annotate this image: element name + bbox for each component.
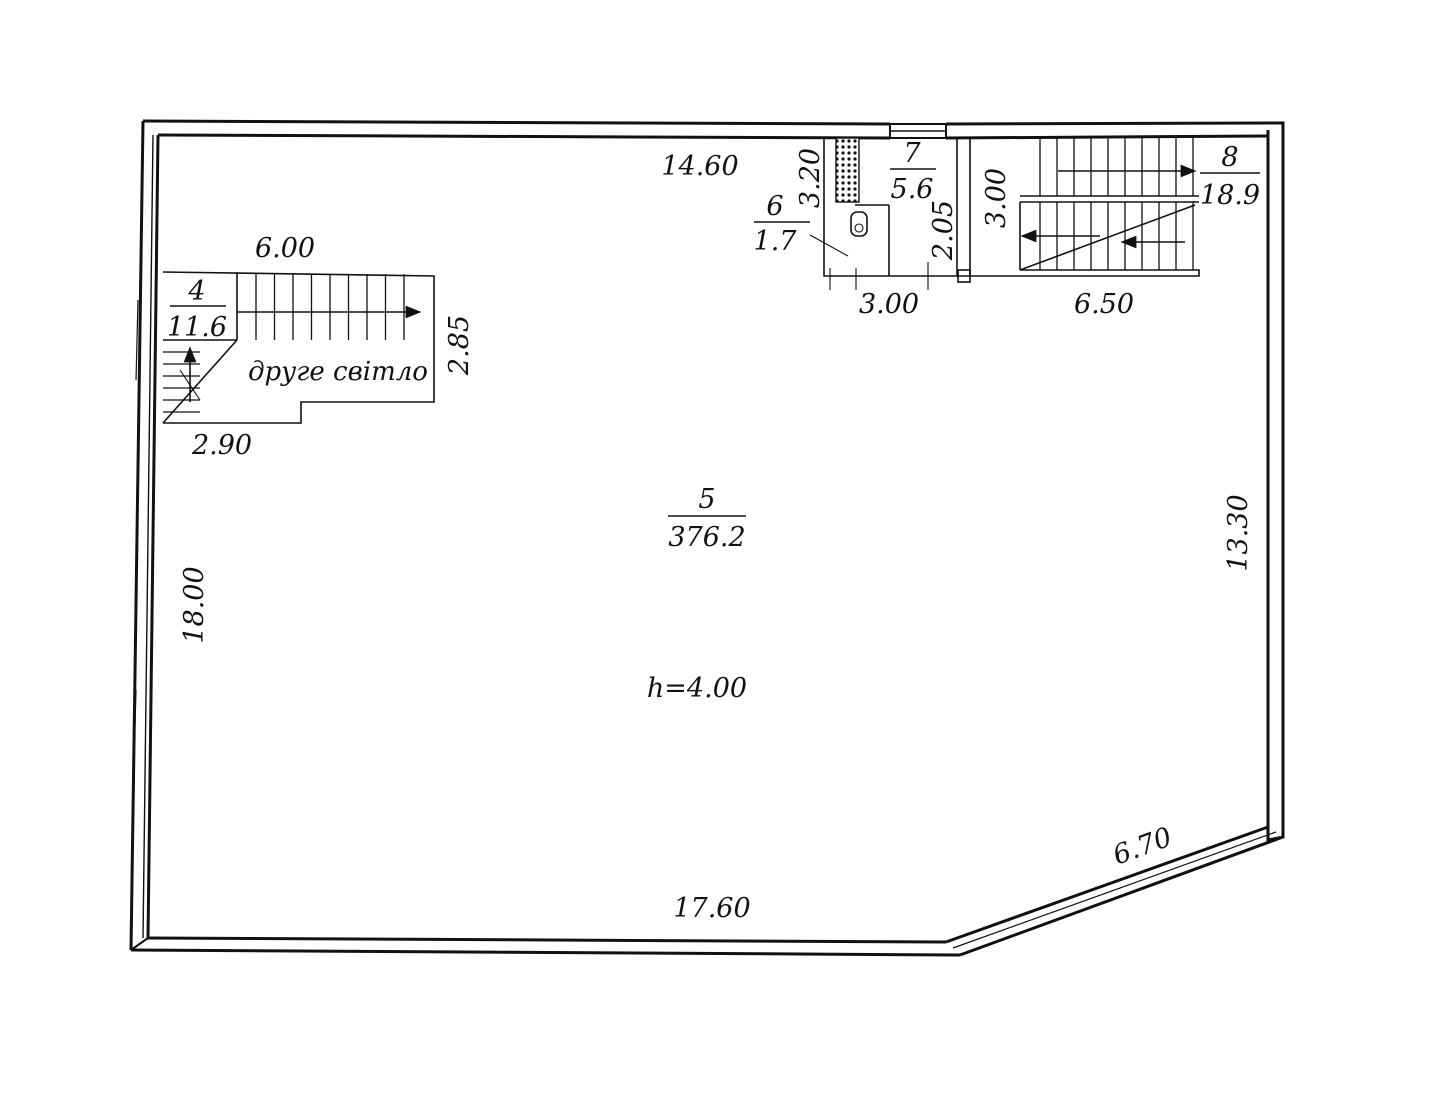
stair-8 (970, 138, 1200, 277)
room-4-label: 4 11.6 (167, 276, 227, 343)
room-5-label: 5 376.2 (668, 484, 746, 553)
outer-walls (129, 119, 1285, 957)
note-second-light: друге світло (248, 357, 428, 387)
dim-bottom-length: 17.60 (673, 893, 750, 924)
wc-block (809, 137, 971, 290)
room-7-label: 7 5.6 (890, 138, 936, 205)
room-8-area: 18.9 (1200, 180, 1260, 211)
room-6-number: 6 (766, 191, 783, 222)
dim-stair4-height: 2.85 (444, 315, 475, 376)
room-6-label: 6 1.7 (754, 191, 810, 257)
stair-4 (162, 271, 435, 424)
room-5-number: 5 (698, 484, 715, 515)
dim-room8-height: 3.00 (981, 168, 1012, 228)
dim-wc-height: 3.20 (795, 148, 826, 208)
dim-room7-height: 2.05 (928, 200, 959, 261)
room-8-number: 8 (1221, 142, 1238, 173)
dim-stair4-bottom: 2.90 (191, 430, 252, 461)
room-7-number: 7 (903, 138, 921, 169)
room-6-area: 1.7 (754, 226, 798, 257)
note-ceiling-height: h=4.00 (647, 673, 747, 704)
room-8-label: 8 18.9 (1200, 142, 1260, 211)
dim-wc-bottom: 3.00 (859, 289, 919, 320)
room-7-area: 5.6 (891, 174, 934, 205)
room-4-number: 4 (187, 276, 205, 307)
dim-right-length: 13.30 (1223, 494, 1254, 571)
room-5-area: 376.2 (668, 522, 745, 553)
room-4-area: 11.6 (167, 312, 227, 343)
dim-room8-bottom: 6.50 (1074, 289, 1134, 320)
dim-left-length: 18.00 (179, 566, 210, 643)
dim-stair4-top: 6.00 (255, 233, 315, 264)
dim-top-length: 14.60 (661, 151, 738, 182)
